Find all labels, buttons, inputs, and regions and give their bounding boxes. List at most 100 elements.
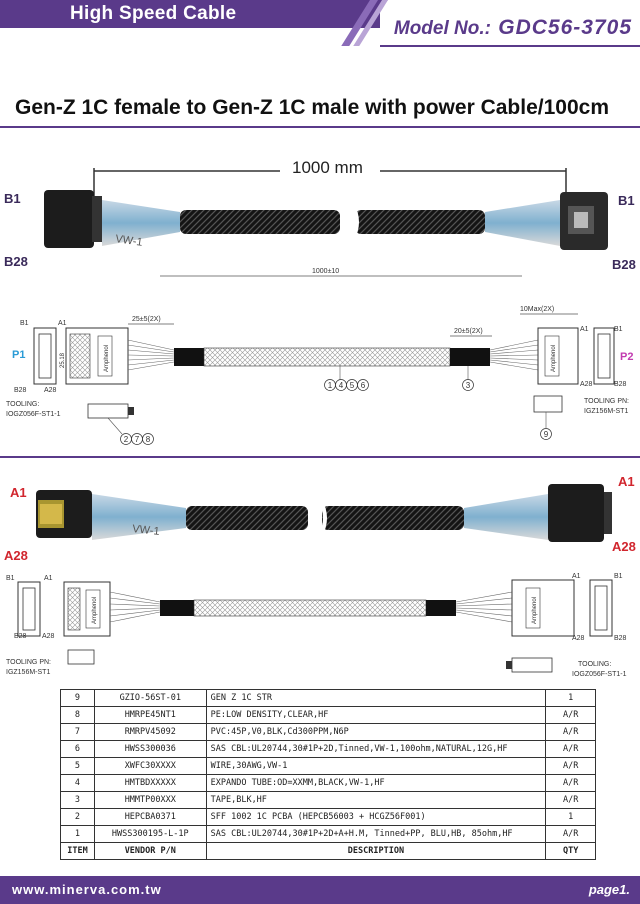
bom-cell-item: 2	[60, 808, 95, 826]
bom-cell-desc: EXPANDO TUBE:OD=XXMM,BLACK,VW-1,HF	[205, 774, 547, 792]
pin-b28-right: B28	[614, 381, 627, 388]
model-number: Model No.: GDC56-3705	[394, 16, 632, 40]
label-a28-left: A28	[4, 548, 28, 563]
balloon-5: 5	[350, 381, 355, 390]
cable-break	[350, 203, 359, 241]
bom-cell-vendor: XWFC30XXXX	[93, 757, 207, 775]
pin-b1-right: B1	[614, 326, 623, 333]
label-b28-right: B28	[612, 257, 636, 272]
bom-cell-vendor: GZIO-56ST-01	[93, 689, 207, 707]
braid-sleeve	[355, 210, 485, 234]
bom-cell-desc: SAS CBL:UL20744,30#1P+2D+A+H.M, Tinned+P…	[205, 825, 547, 843]
model-value: GDC56-3705	[498, 16, 632, 39]
header-rule	[380, 45, 640, 47]
bom-cell-item: 3	[60, 791, 95, 809]
connector-right-bottom	[548, 484, 604, 542]
bom-cell-desc: GEN Z 1C STR	[205, 689, 547, 707]
d2-tooling-left-pn: IGZ156M-ST1	[6, 669, 50, 676]
pin-b1: B1	[20, 320, 29, 327]
connector-right-top-slot	[574, 212, 588, 228]
wires-right	[489, 339, 539, 371]
d2-pin-b28-right: B28	[614, 635, 627, 642]
braid-sleeve-bottom	[186, 506, 308, 530]
dim-right-break: 20±5(2X)	[454, 328, 483, 335]
connector-left-bottom-contacts	[40, 504, 62, 524]
bom-cell-item: 8	[60, 706, 95, 724]
footer-url[interactable]: www.minerva.com.tw	[12, 882, 162, 897]
tooling-right-pn: IGZ156M-ST1	[584, 408, 628, 415]
ribbon-right-bottom	[464, 494, 548, 540]
d2-tooling-right-label: TOOLING:	[578, 661, 611, 668]
footer: www.minerva.com.tw page1.	[0, 876, 640, 904]
dimension-label: 1000 mm	[292, 158, 363, 177]
d2-pin-b28: B28	[14, 633, 27, 640]
connector-right-bottom-cap	[604, 492, 612, 534]
cable-break	[338, 203, 347, 241]
pin-a28-right: A28	[580, 381, 593, 388]
bom-cell-desc: WIRE,30AWG,VW-1	[205, 757, 547, 775]
ribbon-left-bottom	[92, 494, 186, 540]
port-p1: P1	[12, 349, 25, 361]
d2-left-face-slot	[22, 587, 36, 631]
label-a1-right: A1	[618, 474, 635, 489]
balloon-4: 4	[339, 381, 344, 390]
d2-pin-a1: A1	[44, 575, 53, 582]
header: High Speed Cable Model No.: GDC56-3705	[0, 0, 640, 47]
bom-cell-vendor: RMRPV45092	[93, 723, 207, 741]
dim-total: 1000±10	[312, 268, 339, 275]
d2-tape-right	[426, 600, 456, 616]
title-rule	[0, 126, 640, 128]
vw-marking: VW-1	[115, 233, 144, 249]
label-a28-right: A28	[612, 539, 636, 554]
d2-right-connector	[511, 579, 575, 637]
bom-cell-qty: 1	[545, 808, 596, 826]
d2-pin-a28-right: A28	[572, 635, 585, 642]
connector-left-top	[44, 190, 94, 248]
dim-side: 25.18	[60, 352, 66, 368]
braid-sleeve	[180, 210, 340, 234]
cable-break	[318, 499, 327, 537]
balloons-mid: 1 4 5 6 3 2 7 8 9	[120, 379, 552, 445]
left-face-slot	[38, 333, 52, 379]
balloon-1: 1	[328, 381, 333, 390]
balloon-9: 9	[544, 430, 549, 439]
ribbon-left	[102, 200, 180, 246]
tooling-right-sketch	[533, 395, 563, 413]
tooling-left-sketch	[87, 403, 129, 419]
d2-right-face-slot	[594, 585, 608, 631]
dim-right-max: 10Max(2X)	[520, 306, 554, 313]
label-b1-left: B1	[4, 191, 21, 206]
bom-cell-item: 9	[60, 689, 95, 707]
bom-cell-qty: A/R	[545, 723, 596, 741]
wires-left	[127, 339, 175, 371]
page-title: Gen-Z 1C female to Gen-Z 1C male with po…	[15, 96, 609, 119]
balloon-6: 6	[361, 381, 366, 390]
tooling-left-pn: IOGZ056F-ST1-1	[6, 411, 61, 418]
expando-sleeve	[203, 347, 451, 367]
bom-cell-qty: 1	[545, 689, 596, 707]
tooling-left-sketch	[128, 407, 134, 415]
balloon-3: 3	[466, 381, 471, 390]
drawing2-labels: B1 A1 B28 A28 A1 B1 A28 B28 TOOLING PN: …	[6, 573, 627, 678]
bom-cell-vendor: VENDOR P/N	[93, 842, 207, 860]
d2-tooling-right	[506, 661, 512, 669]
connector-left-top-cap	[92, 196, 102, 242]
d2-tooling-right-pn: IOGZ056F-ST1-1	[572, 671, 627, 678]
d2-tooling-left-label: TOOLING PN:	[6, 659, 51, 666]
drawing1-labels: 1000±10 25±5(2X) 20±5(2X) 10Max(2X) B1 A…	[6, 268, 629, 418]
label-a1-left: A1	[10, 485, 27, 500]
header-title: High Speed Cable	[70, 3, 237, 24]
d2-pin-b1-right: B1	[614, 573, 623, 580]
section-divider	[0, 456, 640, 458]
port-p2: P2	[620, 351, 633, 363]
right-connector-label	[544, 335, 560, 377]
bom-cell-item: 1	[60, 825, 95, 843]
bom-cell-desc: PE:LOW DENSITY,CLEAR,HF	[205, 706, 547, 724]
bom-cell-vendor: HEPCBA0371	[93, 808, 207, 826]
